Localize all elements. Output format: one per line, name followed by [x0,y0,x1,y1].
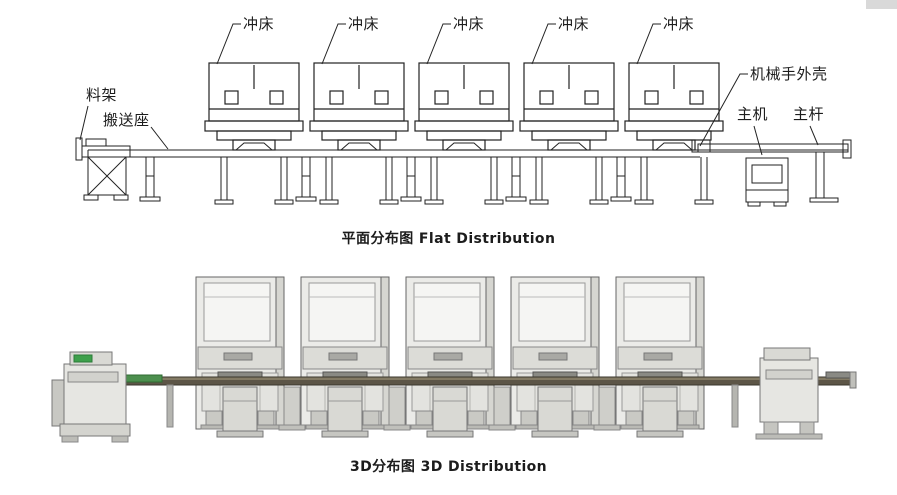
threed-diagram [51,276,857,443]
main-machine-label: 主机 [737,105,769,123]
conveyor-rail-flat [87,149,848,158]
material-rack-label: 料架 [86,86,118,104]
press-label-4: 冲床 [558,15,590,33]
press-label-3: 冲床 [453,15,485,33]
manipulator-shell-label: 机械手外壳 [750,65,828,83]
conveyor-3d [103,374,855,386]
main-rod-label: 主杆 [793,105,825,123]
press-machines-flat [204,62,724,205]
press-label-2: 冲床 [348,15,380,33]
press-label-1: 冲床 [243,15,275,33]
corner-artifact [866,0,897,9]
feeder-machine-3d [51,351,131,443]
threed-caption: 3D分布图 3D Distribution [349,459,548,475]
flat-caption: 平面分布图 Flat Distribution [341,231,556,247]
press-label-5: 冲床 [663,15,695,33]
main-machine-flat [745,157,789,207]
transfer-units-flat [227,142,701,151]
main-rod-flat [691,139,852,203]
flat-diagram [75,23,852,207]
end-machine-3d [755,347,857,440]
stands-3d [166,384,739,438]
material-rack-flat [75,137,131,201]
leader-lines-flat [79,23,819,156]
transfer-units-3d [217,371,683,379]
transport-seat-label: 搬送座 [103,111,150,129]
